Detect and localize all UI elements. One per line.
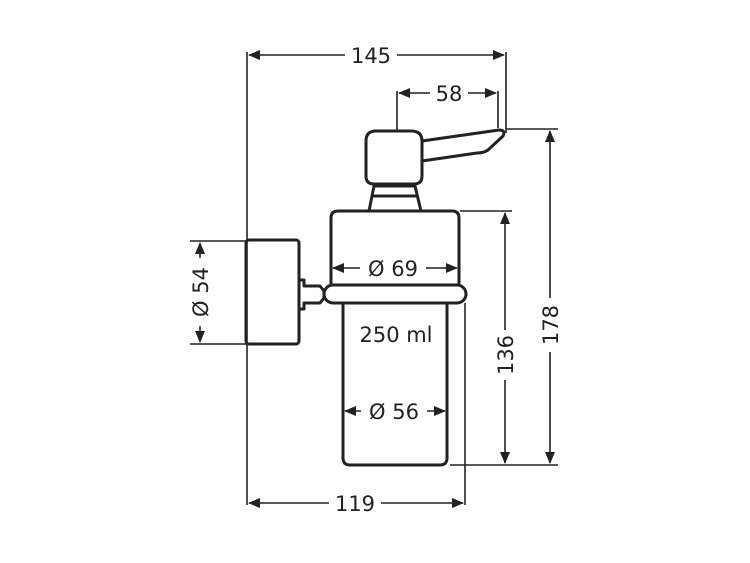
holder-ring <box>322 283 468 305</box>
dimension-container-height: 136 <box>492 212 518 464</box>
container-top <box>329 209 461 287</box>
dim-d69-label: Ø 69 <box>368 257 418 281</box>
dimension-overall-width: 145 <box>248 42 505 68</box>
dim-d54-label: Ø 54 <box>189 267 213 317</box>
dimension-wall-plate-diameter: Ø 54 <box>187 242 213 343</box>
dim-145-label: 145 <box>351 44 391 68</box>
product-outline <box>244 128 506 467</box>
dim-58-label: 58 <box>436 82 463 106</box>
dim-136-label: 136 <box>494 335 518 375</box>
dim-178-label: 178 <box>539 305 563 345</box>
dim-119-label: 119 <box>335 492 375 516</box>
dimension-overall-height: 178 <box>537 130 563 464</box>
pump-head <box>364 129 424 186</box>
dimension-ring-diameter: Ø 69 <box>332 255 458 281</box>
extension-lines <box>190 52 558 505</box>
dimension-container-diameter: Ø 56 <box>344 398 446 424</box>
wall-plate <box>244 238 301 346</box>
dim-d56-label: Ø 56 <box>369 400 419 424</box>
glass-container <box>341 301 449 467</box>
dimension-lever-offset: 58 <box>398 80 497 106</box>
pump-collar <box>367 184 423 213</box>
capacity-label: 250 ml <box>359 323 432 347</box>
dimension-wall-depth: 119 <box>248 490 464 516</box>
pump-lever <box>420 128 506 163</box>
holder-arm <box>297 278 326 311</box>
